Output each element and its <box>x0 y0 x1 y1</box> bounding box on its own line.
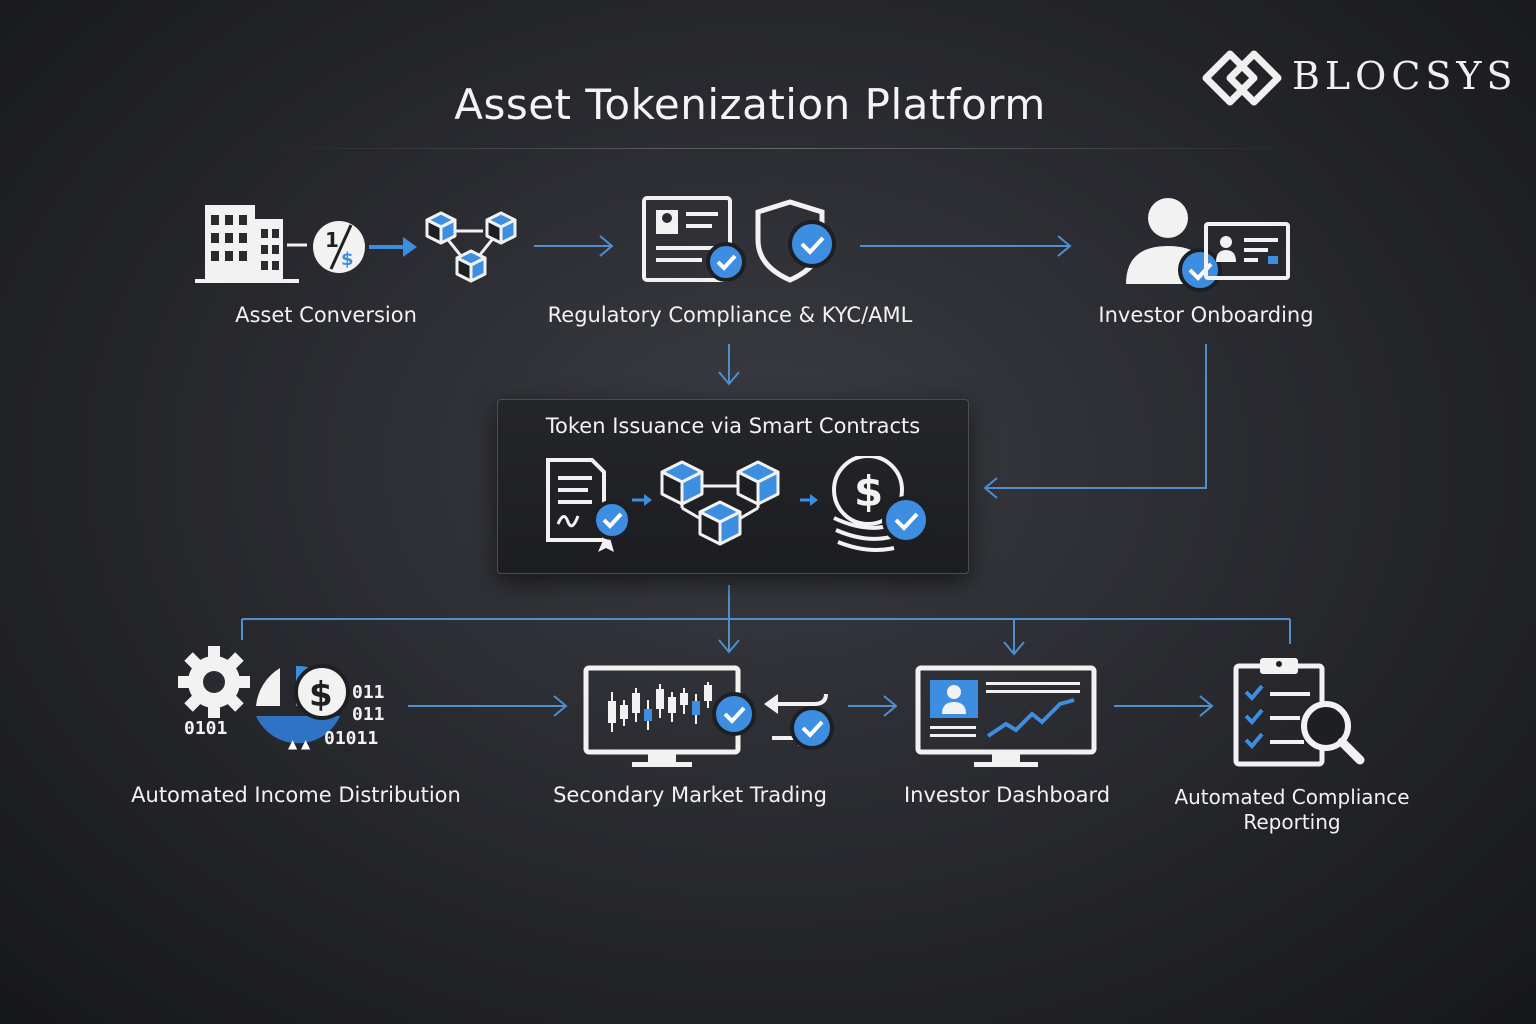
reporting-label-line-1: Automated Compliance <box>1174 785 1410 809</box>
binary-text-4: 01011 <box>324 728 378 749</box>
svg-text:$: $ <box>854 467 883 516</box>
candlestick-monitor-icon <box>583 665 756 767</box>
income-label: Automated Income Distribution <box>131 783 461 807</box>
contract-check-icon <box>546 458 652 552</box>
coins-check-icon: $ <box>832 456 930 552</box>
onboarding-icons <box>1126 198 1290 292</box>
svg-text:$: $ <box>341 249 354 270</box>
binary-text-2: 011 <box>352 682 385 703</box>
dashboard-icons <box>915 665 1097 767</box>
onboarding-label: Investor Onboarding <box>1098 303 1314 327</box>
edge-trading-to-dashboard <box>848 695 898 717</box>
swap-check-icon <box>764 693 834 750</box>
reporting-icons <box>1233 658 1365 767</box>
binary-code-icon: 0101 011 011 01011 <box>184 682 385 749</box>
pie-chart-dollar-icon: ▲ ▲ $ <box>256 664 350 751</box>
id-card-icon <box>1204 222 1290 280</box>
dashboard-monitor-icon <box>915 665 1097 767</box>
logo-mark-icon <box>1202 50 1282 106</box>
token-issuance-icons: $ <box>546 456 930 552</box>
building-icon <box>195 205 307 283</box>
edge-regulatory-to-onboarding <box>860 235 1072 257</box>
edge-onboarding-to-token <box>983 344 1207 499</box>
gear-icon <box>178 646 250 718</box>
edge-token-distribution-bus <box>241 585 1291 656</box>
dashboard-label: Investor Dashboard <box>903 783 1111 807</box>
blocsys-logo: BLOCSYS <box>1200 48 1513 112</box>
asset-conversion-icons: 1 $ <box>195 205 517 283</box>
reporting-label-line-2: Reporting <box>1243 810 1341 834</box>
trading-icons <box>583 665 834 767</box>
regulatory-label: Regulatory Compliance & KYC/AML <box>547 303 913 327</box>
page-title: Asset Tokenization Platform <box>454 80 1046 129</box>
blockchain-cubes-icon <box>660 460 818 546</box>
income-icons: ▲ ▲ $ 0101 011 011 01011 <box>178 646 385 751</box>
title-divider <box>270 148 1310 149</box>
binary-text-1: 0101 <box>184 718 227 739</box>
token-issuance-label: Token Issuance via Smart Contracts <box>545 414 921 438</box>
shield-check-icon <box>755 199 836 283</box>
edge-dashboard-to-reporting <box>1114 695 1214 717</box>
reporting-label: Automated Compliance Reporting <box>1166 785 1418 835</box>
id-document-check-icon <box>642 196 746 282</box>
arrow-right-icon <box>369 237 417 257</box>
logo-text: BLOCSYS <box>1292 54 1518 98</box>
edge-regulatory-to-token <box>718 344 740 386</box>
svg-text:▲ ▲: ▲ ▲ <box>288 737 311 751</box>
magnifier-icon <box>1301 701 1365 765</box>
binary-text-3: 011 <box>352 704 385 725</box>
blockchain-cubes-icon <box>425 211 517 283</box>
edge-asset-to-regulatory <box>534 235 614 257</box>
token-issuance-box: Token Issuance via Smart Contracts <box>497 399 969 574</box>
svg-text:1: 1 <box>325 228 339 252</box>
trading-label: Secondary Market Trading <box>553 783 827 807</box>
asset-conversion-label: Asset Conversion <box>235 303 417 327</box>
fraction-dollar-icon: 1 $ <box>313 221 365 273</box>
edge-income-to-trading <box>408 695 568 717</box>
svg-text:$: $ <box>309 675 333 715</box>
regulatory-icons <box>642 196 836 283</box>
